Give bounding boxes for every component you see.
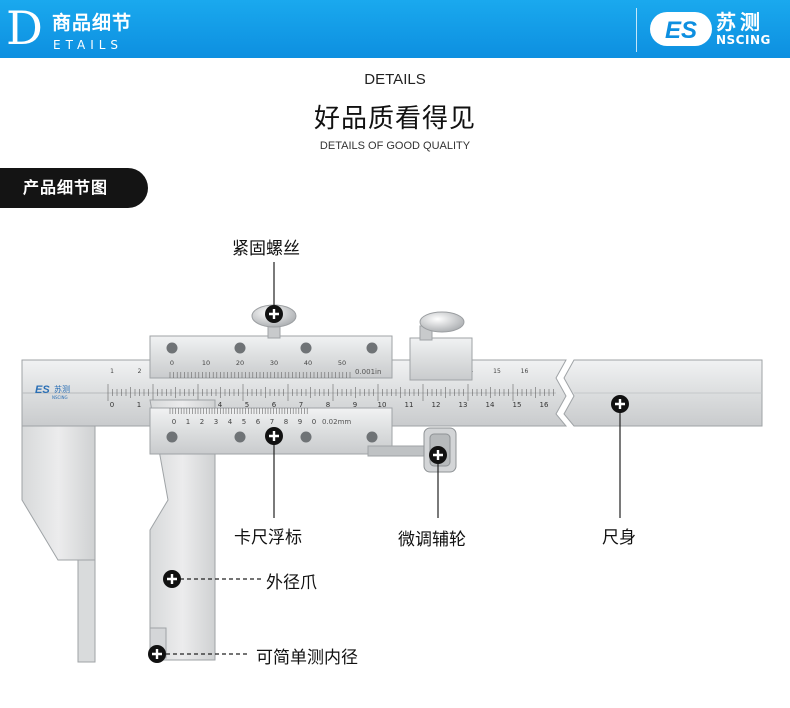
mm-tick-label: 15 <box>513 401 522 409</box>
intro-kicker: DETAILS <box>364 71 426 88</box>
brand-logo-icon: ES <box>650 12 712 46</box>
vernier-top-label: 20 <box>236 359 244 367</box>
vernier-bottom-label: 8 <box>284 418 288 426</box>
brand-name-cn: 苏测 <box>716 10 764 34</box>
mm-tick-label: 13 <box>459 401 468 409</box>
vernier-bottom-label: 0 <box>172 418 176 426</box>
beam-logo-en: NSCING <box>52 395 68 400</box>
beam-logo-cn: 苏测 <box>54 384 70 394</box>
brand-mark: ES <box>665 17 697 44</box>
vernier-bottom-label: 6 <box>256 418 261 426</box>
inch-tick-label: 15 <box>493 368 501 375</box>
vernier-top-unit: 0.001in <box>355 368 381 376</box>
fine-adjust-screw <box>367 445 429 457</box>
mm-tick-label: 9 <box>353 401 357 409</box>
vernier-top-label: 30 <box>270 359 278 367</box>
banner-letter: D <box>6 1 43 55</box>
vernier-top-label: 40 <box>304 359 312 367</box>
inch-tick-label: 16 <box>521 368 529 375</box>
vernier-bottom-label: 2 <box>200 418 204 426</box>
fixed-jaw-inner-tip <box>77 559 96 663</box>
mm-tick-label: 5 <box>245 401 249 409</box>
mm-tick-label: 12 <box>432 401 441 409</box>
banner-subtitle: ETAILS <box>53 38 124 52</box>
inch-tick-label: 2 <box>138 368 142 375</box>
fine-adjust-knob <box>419 311 465 333</box>
inch-tick-label: 1 <box>110 368 114 375</box>
mm-tick-label: 1 <box>137 401 141 409</box>
mm-tick-label: 6 <box>272 401 277 409</box>
vernier-bottom-label: 1 <box>186 418 190 426</box>
callout-beam: 尺身 <box>602 528 636 548</box>
beam-logo-mark: ES <box>35 384 50 396</box>
mm-tick-label: 14 <box>486 401 495 409</box>
vernier-bottom-scale: 0 1 2 3 4 5 6 7 8 9 0 <box>169 408 316 426</box>
plus-circle-icon <box>265 305 283 323</box>
section-tab: 产品细节图 <box>0 168 148 208</box>
mm-tick-label: 11 <box>405 401 414 409</box>
mm-tick-label: 0 <box>110 401 114 409</box>
mm-tick-label: 8 <box>326 401 330 409</box>
vernier-top-label: 50 <box>338 359 346 367</box>
callout-lock-screw: 紧固螺丝 <box>232 239 300 259</box>
callout-vernier-slider: 卡尺浮标 <box>234 528 302 548</box>
vernier-bottom-label: 3 <box>214 418 218 426</box>
plus-circle-icon <box>265 427 283 445</box>
fine-adjust-block <box>409 337 473 381</box>
callout-fine-wheel: 微调辅轮 <box>398 530 466 550</box>
plus-circle-icon <box>611 395 629 413</box>
vernier-bottom-label: 9 <box>298 418 302 426</box>
brand-name-en: NSCING <box>716 33 771 47</box>
vernier-top-label: 0 <box>170 359 174 367</box>
mm-tick-label: 4 <box>218 401 223 409</box>
vernier-top-scale: 0 10 20 30 40 50 <box>169 359 351 378</box>
vernier-bottom-label: 5 <box>242 418 246 426</box>
main-scale-ticks <box>107 384 554 401</box>
callout-outer-jaw: 外径爪 <box>266 573 317 593</box>
callout-inner-jaw: 可简单测内径 <box>256 648 358 668</box>
vernier-bottom-unit: 0.02mm <box>322 418 351 426</box>
plate-screws <box>166 342 378 443</box>
vernier-bottom-label: 0 <box>312 418 316 426</box>
banner-title: 商品细节 <box>52 12 133 34</box>
header-banner: D 商品细节 ETAILS ES 苏测 NSCING <box>0 0 790 58</box>
intro-caption: DETAILS OF GOOD QUALITY <box>319 140 471 152</box>
mm-tick-label: 7 <box>299 401 303 409</box>
vernier-top-label: 10 <box>202 359 210 367</box>
plus-circle-icon <box>429 446 447 464</box>
mm-tick-label: 10 <box>378 401 387 409</box>
vernier-bottom-label: 4 <box>228 418 233 426</box>
intro-title: 好品质看得见 <box>313 104 476 134</box>
plus-circle-icon <box>148 645 166 663</box>
leader-lines <box>166 262 621 655</box>
banner-divider <box>636 8 637 52</box>
plus-circle-icon <box>163 570 181 588</box>
vernier-bottom-label: 7 <box>270 418 274 426</box>
mm-tick-label: 16 <box>540 401 549 409</box>
